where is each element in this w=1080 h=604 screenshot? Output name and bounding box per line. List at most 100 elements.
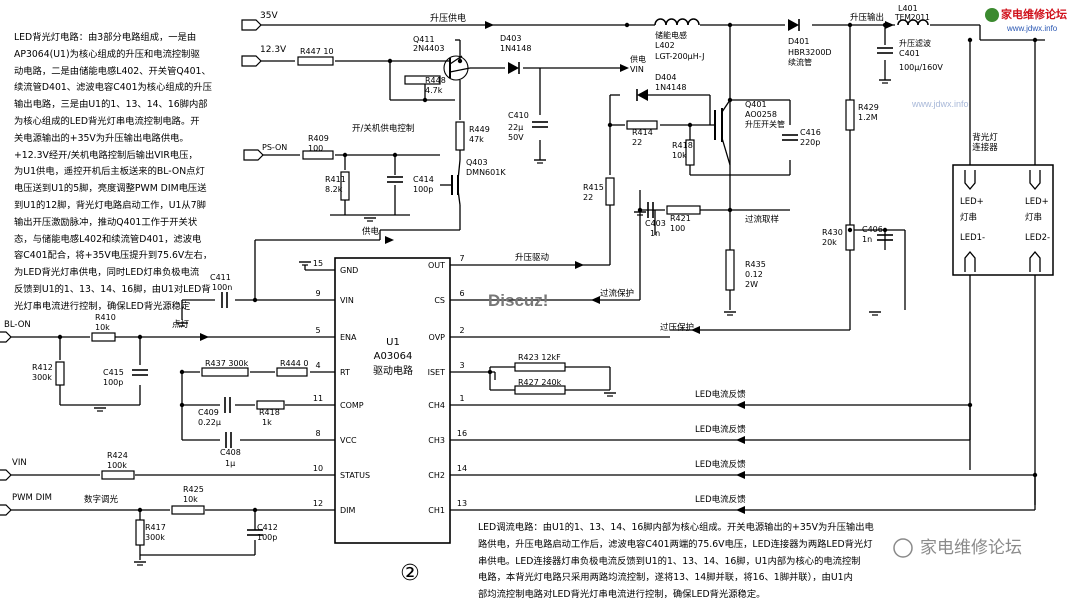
- label-digital-dim: 数字调光: [84, 494, 119, 505]
- chip-pin-number: 11: [313, 394, 323, 403]
- label-led2-minus: LED2-: [1025, 233, 1050, 243]
- junction-dot: [624, 22, 630, 28]
- net-supply-vin: 供电: [630, 54, 646, 64]
- resistor-r423: [514, 362, 566, 372]
- chip-pin-number: 9: [315, 289, 320, 298]
- label-led-feedback: LED电流反馈: [695, 424, 746, 435]
- arrow: [575, 261, 584, 269]
- description-left-line: 容C401配合，将+35V电压提升到75.6V左右，: [14, 250, 213, 262]
- junction-dot: [727, 97, 733, 103]
- inductor-l401: [917, 19, 929, 26]
- component-r448-ref: R448: [425, 76, 446, 85]
- chip-pin-number: 13: [457, 499, 467, 508]
- resistor-r414: [626, 120, 658, 130]
- site-logo-url: www.jdwx.info: [1007, 24, 1058, 33]
- diode-d401: [788, 19, 799, 31]
- component-r437: R437 300k: [205, 359, 249, 368]
- port-35v: [241, 19, 262, 31]
- junction-dot: [882, 227, 888, 233]
- component-r424-ref: R424: [107, 451, 128, 460]
- resistor-r429: [845, 99, 855, 131]
- component-r423: R423 12kF: [518, 353, 561, 362]
- resistor-r427: [514, 385, 566, 395]
- component-layer: U1A03064驱动电路GND15VIN9ENA5RT4COMP11VCC8ST…: [0, 4, 1054, 586]
- component-c411-ref: C411: [210, 273, 231, 282]
- chip-pin-label: STATUS: [340, 471, 370, 480]
- label-overvoltage: 过压保护: [660, 322, 694, 333]
- junction-dot: [57, 334, 63, 340]
- resistor-r409: [302, 150, 334, 160]
- component-r411-ref: R411: [325, 175, 346, 184]
- chip-u1-body: [334, 257, 451, 544]
- port-ps-on: [243, 149, 264, 161]
- component-r414-value: 22: [632, 138, 642, 147]
- resistor-r437: [201, 367, 249, 377]
- chip-pin-label: ENA: [340, 333, 357, 342]
- component-r415-ref: R415: [583, 183, 604, 192]
- arrow: [736, 436, 745, 444]
- transistor-q403: [457, 159, 461, 181]
- component-l402-ref: L402: [655, 41, 675, 50]
- resistor-r435: [725, 249, 735, 291]
- component-l402-ref: 储能电感: [655, 30, 687, 40]
- chip-pin-label: VCC: [340, 436, 357, 445]
- diode-d404: [637, 89, 648, 101]
- description-left-line: 动电路，二是由储能电感L402、开关管Q401、: [14, 65, 211, 77]
- junction-dot: [967, 402, 973, 408]
- net-supply-vin: VIN: [630, 65, 644, 74]
- component-r427: R427 240k: [518, 378, 562, 387]
- component-r418b-value: 1k: [262, 418, 272, 427]
- component-c403-ref: C403: [645, 219, 666, 228]
- chip-u1-ref: U1: [386, 337, 400, 348]
- junction-dot: [137, 334, 143, 340]
- component-r447: R447 10: [300, 47, 334, 56]
- transistor-q411: [449, 67, 471, 73]
- wire-layer: [5, 24, 1045, 560]
- label-supply: 供电: [362, 226, 380, 237]
- component-r429-value: 1.2M: [858, 113, 878, 122]
- resistor-r418: [685, 139, 695, 166]
- chip-pin-label: OVP: [429, 333, 446, 342]
- component-r418b-ref: R418: [259, 408, 280, 417]
- component-c406-value: 1n: [862, 235, 872, 244]
- inductor-l402: [676, 18, 689, 26]
- net-pwm-dim: PWM DIM: [12, 493, 52, 503]
- description-left-line: +12.3V经开/关机电路控制后输出VIR电压，: [14, 149, 198, 161]
- led-plus-terminal-2: [1029, 170, 1041, 191]
- component-r418-ref: R418: [672, 141, 693, 150]
- junction-dot: [252, 297, 258, 303]
- junction-dot: [487, 369, 493, 375]
- component-r415-value: 22: [583, 193, 593, 202]
- component-q403-value: DMN601K: [466, 168, 506, 177]
- net-vin: VIN: [12, 458, 27, 468]
- component-r410-value: 10k: [95, 323, 110, 332]
- led-connector-box: [952, 164, 1054, 276]
- led-plus-terminal-1: [964, 170, 976, 191]
- chip-pin-label: DIM: [340, 506, 356, 515]
- arrow: [591, 296, 600, 304]
- component-q401-value: AO0258: [745, 110, 777, 119]
- component-d403-value: 1N4148: [500, 44, 531, 53]
- component-r410-ref: R410: [95, 313, 116, 322]
- component-r444: R444 0: [280, 359, 308, 368]
- component-r449-ref: R449: [469, 125, 490, 134]
- component-c401-ref: 升压滤波: [899, 38, 931, 48]
- junction-dot: [392, 152, 398, 158]
- component-c412-ref: C412: [257, 523, 278, 532]
- net-35v: 35V: [260, 11, 278, 21]
- junction-dot: [422, 97, 428, 103]
- transistor-q411: [443, 55, 469, 81]
- component-c406-ref: C406: [862, 225, 883, 234]
- component-c408-ref: C408: [220, 448, 241, 457]
- component-d404-ref: D404: [655, 73, 676, 82]
- chip-pin-label: CS: [434, 296, 445, 305]
- junction-dot: [387, 58, 393, 64]
- component-q401-ref: Q401: [745, 100, 767, 109]
- component-c410-ref: C410: [508, 111, 529, 120]
- description-left-line: 电压送到U1的5脚，亮度调整PWM DIM电压送: [14, 183, 207, 195]
- chip-pin-label: CH3: [428, 436, 445, 445]
- chip-u1-part: A03064: [374, 351, 413, 362]
- led-connector-title: 连接器: [972, 142, 998, 153]
- description-left-line: AP3064(U1)为核心组成的升压和电流控制驱: [14, 48, 200, 60]
